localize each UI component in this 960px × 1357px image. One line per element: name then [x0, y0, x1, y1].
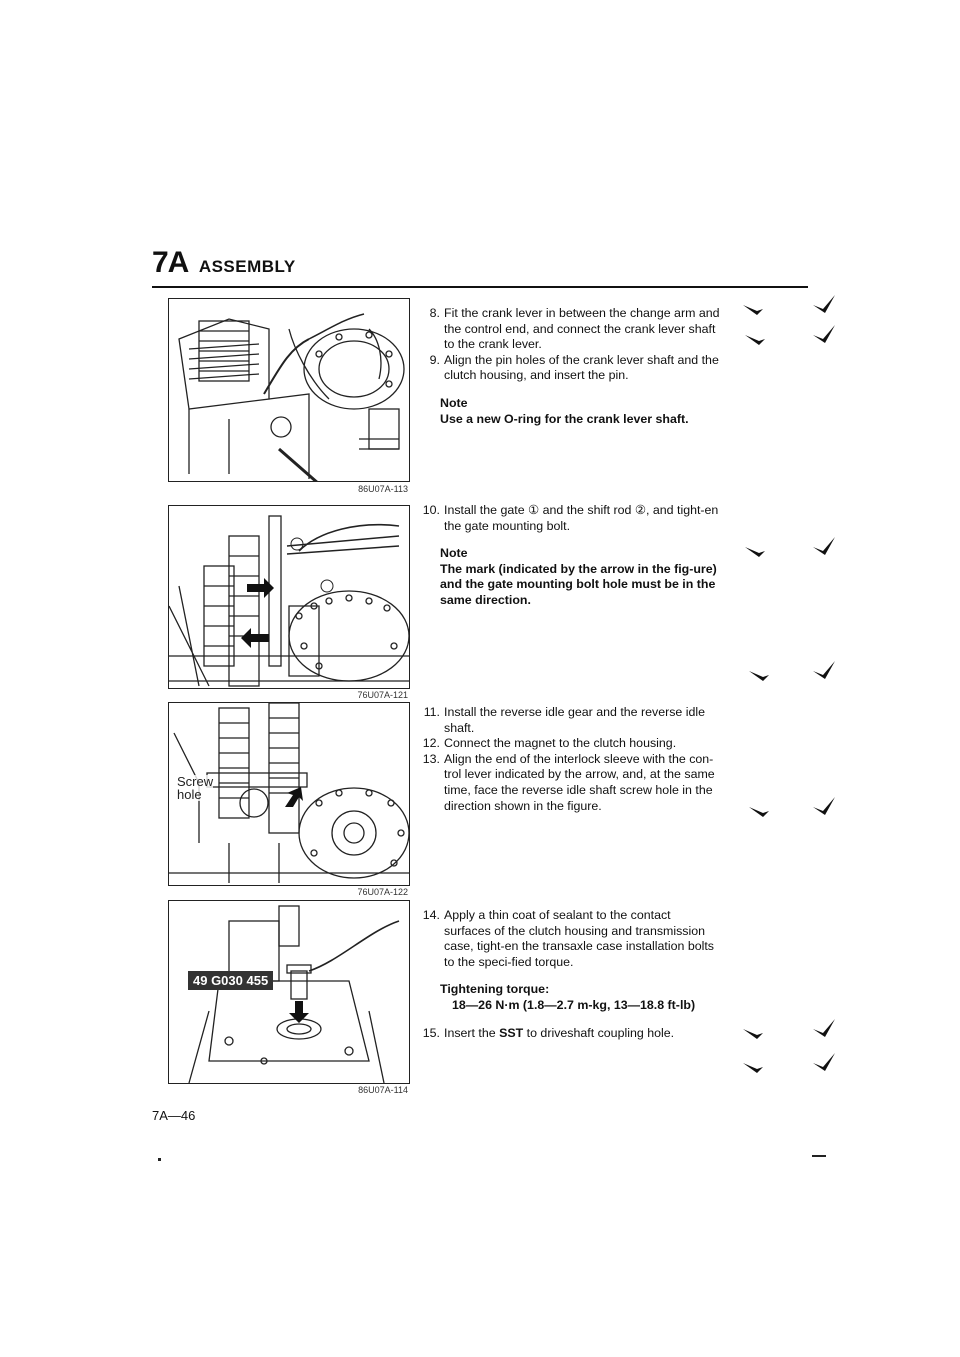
check-mark-icon — [813, 537, 835, 555]
page-header: 7A ASSEMBLY — [152, 246, 812, 280]
spec-label: Tightening torque: — [440, 982, 550, 997]
sst-term: SST — [499, 1025, 524, 1040]
steps-block-1: 8. Fit the crank lever in between the ch… — [420, 306, 720, 427]
check-mark-icon — [813, 661, 835, 679]
step-number: 12. — [422, 736, 440, 751]
step-9: 9. Align the pin holes of the crank leve… — [420, 353, 720, 384]
scan-speck — [158, 1158, 161, 1161]
check-mark-icon — [813, 295, 835, 313]
step-number: 10. — [422, 503, 440, 517]
step-12: 12. Connect the magnet to the clutch hou… — [420, 736, 720, 752]
steps-block-3: 11. Install the reverse idle gear and th… — [420, 705, 720, 814]
step-text-after: to driveshaft coupling hole. — [523, 1025, 675, 1040]
spec-value: 18—26 N·m (1.8—2.7 m-kg, 13—18.8 ft-lb) — [452, 997, 696, 1012]
section-title: ASSEMBLY — [198, 257, 296, 276]
figure-4-drawing — [188, 905, 400, 1083]
step-10: 10. Install the gate ① and the shift rod… — [420, 503, 720, 534]
check-mark-icon — [743, 305, 763, 315]
tightening-torque-spec: Tightening torque: 18—26 N·m (1.8—2.7 m-… — [440, 982, 720, 1013]
check-mark-icon — [745, 547, 765, 557]
step-8: 8. Fit the crank lever in between the ch… — [420, 306, 720, 353]
check-mark-icon — [749, 807, 769, 817]
step-number: 11. — [423, 705, 440, 719]
step-number: 15. — [422, 1025, 440, 1040]
check-mark-icon — [813, 325, 835, 343]
figure-3-drawing — [169, 703, 409, 883]
check-mark-icon — [813, 1053, 835, 1071]
step-14: 14. Apply a thin coat of sealant to the … — [420, 908, 720, 970]
section-number: 7A — [152, 246, 189, 279]
step-15: 15. Insert the SST to driveshaft couplin… — [420, 1026, 720, 1042]
step-text: Align the pin holes of the crank lever s… — [444, 352, 719, 383]
figure-4-caption: 86U07A-114 — [358, 1085, 408, 1095]
steps-block-4: 14. Apply a thin coat of sealant to the … — [420, 908, 720, 1041]
check-mark-icon — [749, 671, 769, 681]
steps-block-2: 10. Install the gate ① and the shift rod… — [420, 503, 720, 609]
step-text: Insert the SST to driveshaft coupling ho… — [444, 1026, 720, 1042]
screw-hole-label: Screw hole — [177, 774, 214, 802]
step-number: 14. — [422, 908, 440, 922]
step-text: Install the gate ① and the shift rod ②, … — [444, 503, 719, 533]
step-text: Align the end of the interlock sleeve wi… — [444, 751, 715, 813]
figure-2-caption: 76U07A-121 — [357, 690, 408, 700]
figure-2-drawing — [169, 515, 409, 687]
note-mark-direction: Note The mark (indicated by the arrow in… — [440, 546, 720, 608]
note-text: The mark (indicated by the arrow in the … — [440, 561, 717, 607]
figure-1-caption: 86U07A-113 — [358, 484, 408, 494]
sst-number-label: 49 G030 455 — [188, 971, 274, 990]
figure-1-crank-lever — [168, 298, 410, 482]
step-text: Connect the magnet to the clutch housing… — [444, 736, 677, 751]
check-mark-icon — [743, 1063, 763, 1073]
note-heading: Note — [440, 395, 468, 410]
step-number: 13. — [422, 751, 440, 766]
check-mark-icon — [813, 797, 835, 815]
step-text: Apply a thin coat of sealant to the cont… — [444, 908, 714, 969]
figure-1-drawing — [178, 313, 405, 481]
margin-check-marks — [743, 295, 835, 1073]
figure-3-caption: 76U07A-122 — [357, 887, 408, 897]
step-text: Install the reverse idle gear and the re… — [444, 705, 706, 735]
note-o-ring: Note Use a new O-ring for the crank leve… — [440, 396, 720, 427]
page-number: 7A—46 — [152, 1108, 196, 1123]
step-text: Fit the crank lever in between the chang… — [444, 306, 720, 352]
check-mark-icon — [745, 335, 765, 345]
figure-4-sst-install — [168, 900, 410, 1084]
step-13: 13. Align the end of the interlock sleev… — [420, 752, 720, 814]
check-mark-icon — [743, 1029, 763, 1039]
step-number: 8. — [429, 306, 440, 320]
step-number: 9. — [429, 352, 440, 367]
note-heading: Note — [440, 546, 468, 561]
step-text-before: Insert the — [444, 1025, 500, 1040]
check-mark-icon — [813, 1019, 835, 1037]
step-11: 11. Install the reverse idle gear and th… — [420, 705, 720, 736]
scan-dash — [812, 1155, 826, 1157]
header-rule — [152, 286, 808, 288]
figure-2-gate-shift-rod — [168, 505, 410, 689]
note-text: Use a new O-ring for the crank lever sha… — [440, 411, 689, 426]
